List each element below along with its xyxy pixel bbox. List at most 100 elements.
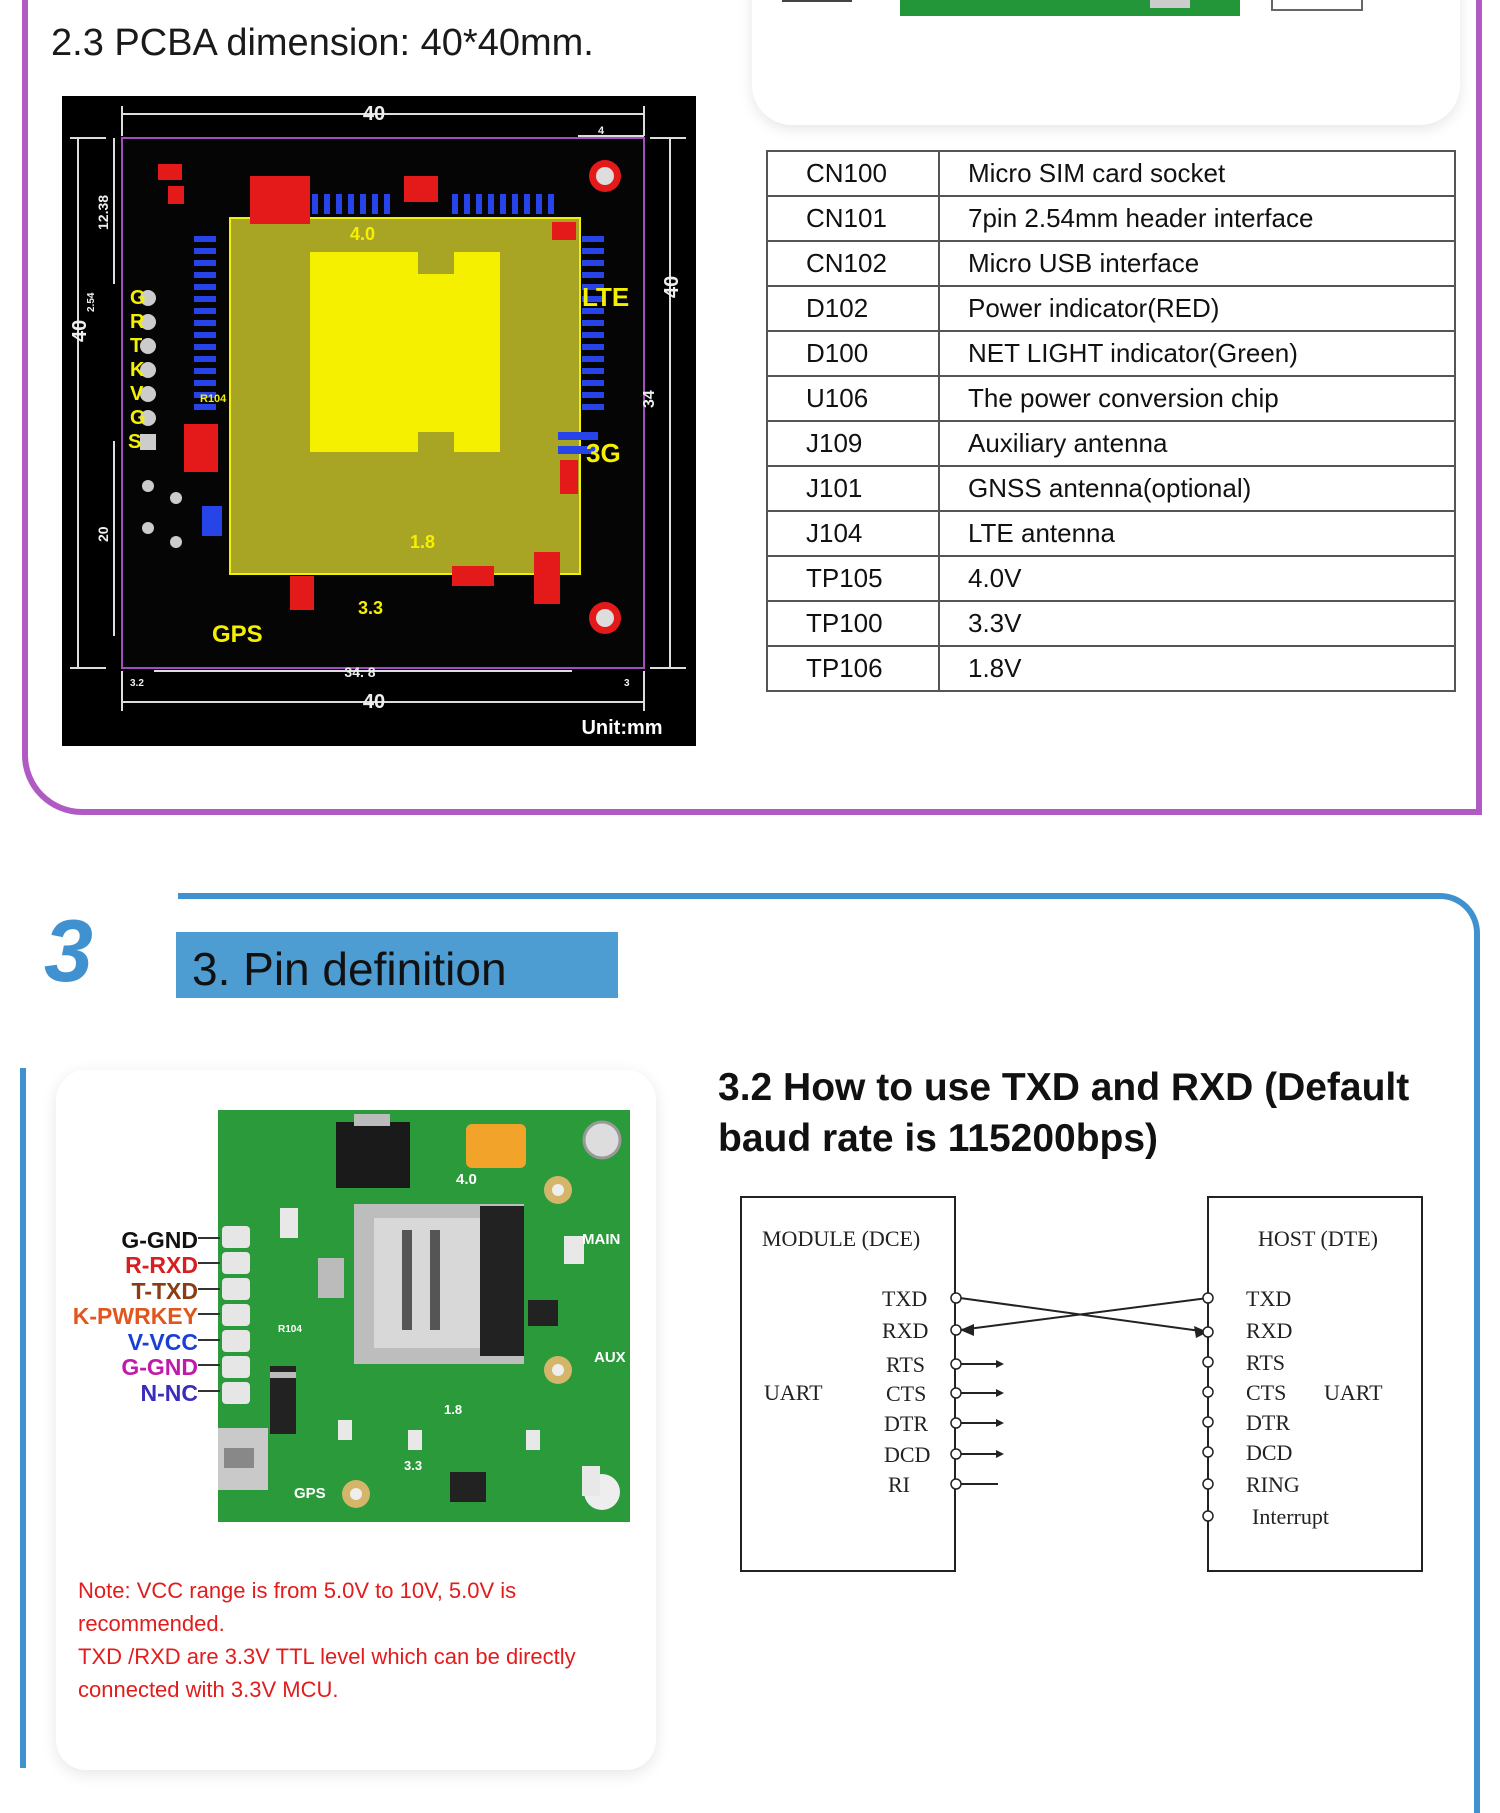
host-title: HOST (DTE) <box>1258 1226 1378 1251</box>
host-pin-interrupt: Interrupt <box>1252 1504 1329 1529</box>
dim-inner-bottom: 34. 8 <box>344 664 375 680</box>
board-label-1-8: 1.8 <box>444 1402 462 1417</box>
component-desc: The power conversion chip <box>938 375 1456 422</box>
pin-label-n-nc: N-NC <box>140 1380 199 1406</box>
component-desc: 7pin 2.54mm header interface <box>938 195 1456 242</box>
component-ref: D100 <box>766 330 940 377</box>
module-pin-dcd: DCD <box>884 1442 930 1467</box>
pin-label-t-txd: T-TXD <box>131 1278 198 1304</box>
label-1-8: 1.8 <box>410 532 435 552</box>
component-desc: Micro SIM card socket <box>938 150 1456 197</box>
dim-left-top: 12.38 <box>95 195 111 230</box>
top-image-card <box>752 0 1460 125</box>
dim-top-right: 4 <box>598 125 605 137</box>
section-frame-purple <box>22 0 1482 815</box>
module-board-photo: MAIN AUX GPS 4.0 1.8 3.3 R104 <box>214 1110 630 1522</box>
component-ref: J101 <box>766 465 940 512</box>
heading-txd-rxd: 3.2 How to use TXD and RXD (Default baud… <box>718 1066 1410 1160</box>
pin-letter-g2: G <box>130 407 146 429</box>
section-frame-blue <box>178 893 1480 1813</box>
component-ref: CN100 <box>766 150 940 197</box>
pin-label-v-vcc: V-VCC <box>127 1329 198 1355</box>
pin-label-g-gnd-2: G-GND <box>121 1354 198 1380</box>
section-heading-pcba-dimension: 2.3 PCBA dimension: 40*40mm. <box>51 22 594 64</box>
host-pin-rts: RTS <box>1246 1350 1285 1375</box>
label-3g: 3G <box>586 438 621 468</box>
component-ref: CN101 <box>766 195 940 242</box>
module-title: MODULE (DCE) <box>762 1226 920 1251</box>
label-r104: R104 <box>200 393 227 405</box>
board-label-aux: AUX <box>594 1349 626 1366</box>
host-pin-dcd: DCD <box>1246 1440 1292 1465</box>
label-lte: LTE <box>582 282 629 312</box>
module-pin-txd: TXD <box>882 1286 927 1311</box>
component-desc: 4.0V <box>938 555 1456 602</box>
component-desc: Power indicator(RED) <box>938 285 1456 332</box>
board-label-3-3: 3.3 <box>404 1458 422 1473</box>
pin-letter-s: S <box>128 431 141 453</box>
component-desc: LTE antenna <box>938 510 1456 557</box>
dim-right-outer: 40 <box>661 276 683 298</box>
dim-top: 40 <box>363 103 385 125</box>
board-strip-image <box>782 0 1363 16</box>
module-box <box>740 1196 956 1572</box>
dim-small-a: 3.2 <box>130 678 144 689</box>
section-frame-blue-left <box>20 1068 26 1768</box>
component-ref: TP106 <box>766 645 940 692</box>
component-ref: J109 <box>766 420 940 467</box>
note-line-2: TXD /RXD are 3.3V TTL level which can be… <box>78 1644 576 1702</box>
pin-letter-g: G <box>130 287 146 309</box>
section-title: 3. Pin definition <box>192 943 507 995</box>
label-3-3: 3.3 <box>358 598 383 618</box>
uart-left-label: UART <box>764 1380 823 1405</box>
uart-right-label: UART <box>1324 1380 1383 1405</box>
module-pin-rxd: RXD <box>882 1318 928 1343</box>
vcc-note: Note: VCC range is from 5.0V to 10V, 5.0… <box>78 1574 648 1706</box>
pin-letter-v: V <box>130 383 144 405</box>
module-pin-rts: RTS <box>886 1352 925 1377</box>
dim-right-inner: 34 <box>641 390 658 408</box>
pin-leader-lines <box>198 1237 220 1392</box>
component-ref: U106 <box>766 375 940 422</box>
host-pin-dtr: DTR <box>1246 1410 1290 1435</box>
module-pin-ri: RI <box>888 1472 910 1497</box>
host-pin-txd: TXD <box>1246 1286 1291 1311</box>
pcb-drawing: 40 40 34. 8 40 12.38 2.54 20 40 34 4 3.2… <box>69 103 686 739</box>
dim-bottom: 40 <box>363 691 385 713</box>
dim-small-b: 3 <box>624 678 630 689</box>
pin-label-g-gnd: G-GND <box>121 1227 198 1253</box>
component-ref: TP100 <box>766 600 940 647</box>
module-pin-cts: CTS <box>886 1381 926 1406</box>
label-gps: GPS <box>212 621 263 648</box>
dim-left-outer: 40 <box>69 320 91 342</box>
label-4-0: 4.0 <box>350 224 375 244</box>
host-box <box>1207 1196 1423 1572</box>
component-desc: 3.3V <box>938 600 1456 647</box>
dim-left-small: 2.54 <box>86 292 97 312</box>
component-ref: CN102 <box>766 240 940 287</box>
note-line-1: Note: VCC range is from 5.0V to 10V, 5.0… <box>78 1578 517 1636</box>
board-label-4-0: 4.0 <box>456 1171 477 1188</box>
component-desc: GNSS antenna(optional) <box>938 465 1456 512</box>
pcb-dimension-image: 40 40 34. 8 40 12.38 2.54 20 40 34 4 3.2… <box>62 96 696 746</box>
pin-letter-t: T <box>130 335 142 357</box>
component-ref: TP105 <box>766 555 940 602</box>
host-pin-ring: RING <box>1246 1472 1300 1497</box>
component-ref: D102 <box>766 285 940 332</box>
unit-label: Unit:mm <box>581 717 662 739</box>
dim-left-bottom: 20 <box>95 526 111 542</box>
pin-letter-k: K <box>130 359 145 381</box>
component-desc: Micro USB interface <box>938 240 1456 287</box>
